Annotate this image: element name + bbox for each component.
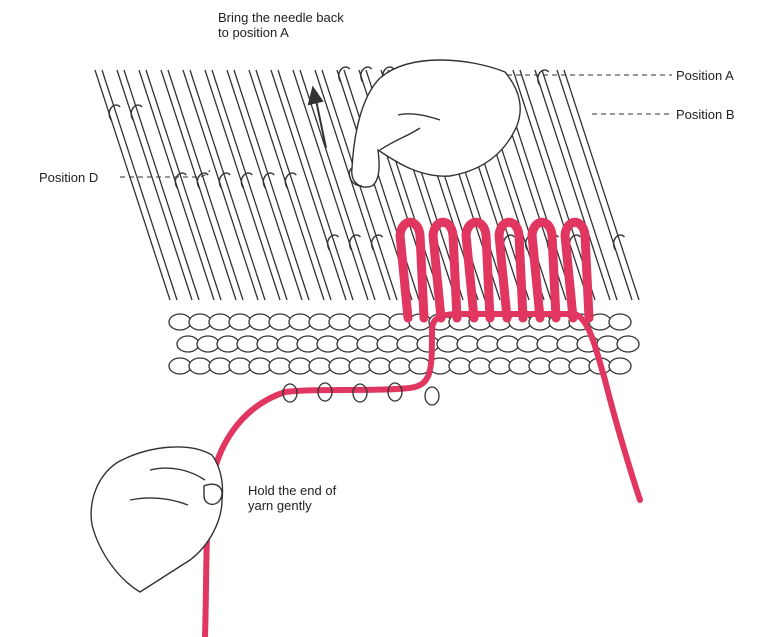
position-d-label: Position D xyxy=(39,170,98,185)
needle-shaft xyxy=(168,70,243,300)
stitch-loop xyxy=(517,336,539,352)
needle-shaft xyxy=(278,70,353,300)
stitch-loop xyxy=(569,358,591,374)
leader-position-d xyxy=(120,170,210,177)
stitch-loop xyxy=(497,336,519,352)
hold-yarn-label: Hold the end of yarn gently xyxy=(248,483,336,513)
yarn-loop xyxy=(532,222,556,318)
stitch-loop xyxy=(277,336,299,352)
needle-shaft xyxy=(535,70,610,300)
stitch-loop xyxy=(529,358,551,374)
stitch-loop xyxy=(329,314,351,330)
instruction-line-2: to position A xyxy=(218,25,344,40)
stitch-loop xyxy=(329,358,351,374)
stitch-loop xyxy=(349,358,371,374)
stitch-loop xyxy=(189,314,211,330)
stitch-loop xyxy=(557,336,579,352)
needle-shaft xyxy=(102,70,177,300)
stitch-loop xyxy=(469,358,491,374)
needle-shaft xyxy=(146,70,221,300)
stitch-loop xyxy=(309,358,331,374)
stitch-loop xyxy=(437,336,459,352)
stitch-loop xyxy=(349,314,371,330)
position-b-label: Position B xyxy=(676,107,735,122)
lower-hand-illustration xyxy=(91,447,222,592)
stitch-loop xyxy=(597,336,619,352)
stitch-loop xyxy=(169,314,191,330)
needle-shaft xyxy=(212,70,287,300)
stitch-loop xyxy=(257,336,279,352)
stitch-loop xyxy=(269,314,291,330)
stitch-loop xyxy=(509,358,531,374)
upper-hand-illustration xyxy=(349,60,520,187)
needle-shaft xyxy=(234,70,309,300)
stitch-loop xyxy=(377,336,399,352)
stitch-loop xyxy=(477,336,499,352)
stitch-loop xyxy=(289,314,311,330)
stitch-loop xyxy=(357,336,379,352)
stitch-loop xyxy=(217,336,239,352)
needle-shaft xyxy=(117,70,192,300)
stitch-loop xyxy=(297,336,319,352)
hold-line-2: yarn gently xyxy=(248,498,336,513)
needle-shaft xyxy=(256,70,331,300)
stitch-loop xyxy=(289,358,311,374)
stitch-loop xyxy=(397,336,419,352)
stitch-loop xyxy=(309,314,331,330)
yarn-loop xyxy=(433,222,457,318)
instruction-label: Bring the needle back to position A xyxy=(218,10,344,40)
yarn-loop xyxy=(565,222,589,318)
instruction-line-1: Bring the needle back xyxy=(218,10,344,25)
stitch-loop xyxy=(389,358,411,374)
stitch-loop xyxy=(617,336,639,352)
needle-shaft xyxy=(190,70,265,300)
stitch-loop xyxy=(369,314,391,330)
stitch-loop xyxy=(337,336,359,352)
stitch-loop xyxy=(489,358,511,374)
stitch-loop xyxy=(209,358,231,374)
stitch-loop xyxy=(609,314,631,330)
stitch-loop xyxy=(609,358,631,374)
stitch-loop xyxy=(549,358,571,374)
yarn-loop xyxy=(400,222,424,318)
hold-line-1: Hold the end of xyxy=(248,483,336,498)
stitch-loop xyxy=(369,358,391,374)
stitch-loop xyxy=(229,358,251,374)
stitch-loop xyxy=(537,336,559,352)
stitch-loop xyxy=(249,358,271,374)
yarn-loop xyxy=(499,222,523,318)
stitch-loop xyxy=(269,358,291,374)
needle-shaft xyxy=(124,70,199,300)
position-a-label: Position A xyxy=(676,68,734,83)
stitch-loop xyxy=(229,314,251,330)
knitted-fabric xyxy=(169,314,639,374)
stitch-loop xyxy=(417,336,439,352)
stitch-loop xyxy=(249,314,271,330)
stitch-loop xyxy=(177,336,199,352)
needle-shaft xyxy=(564,70,639,300)
stitch-loop xyxy=(209,314,231,330)
stitch-loop xyxy=(317,336,339,352)
stitch-loop xyxy=(457,336,479,352)
stitch-loop xyxy=(189,358,211,374)
stitch-loop xyxy=(237,336,259,352)
yarn-loops xyxy=(400,222,589,318)
stitch-loop xyxy=(449,358,471,374)
needle-shaft xyxy=(95,70,170,300)
stitch-loop xyxy=(197,336,219,352)
yarn-loop xyxy=(466,222,490,318)
stitch-loop xyxy=(169,358,191,374)
